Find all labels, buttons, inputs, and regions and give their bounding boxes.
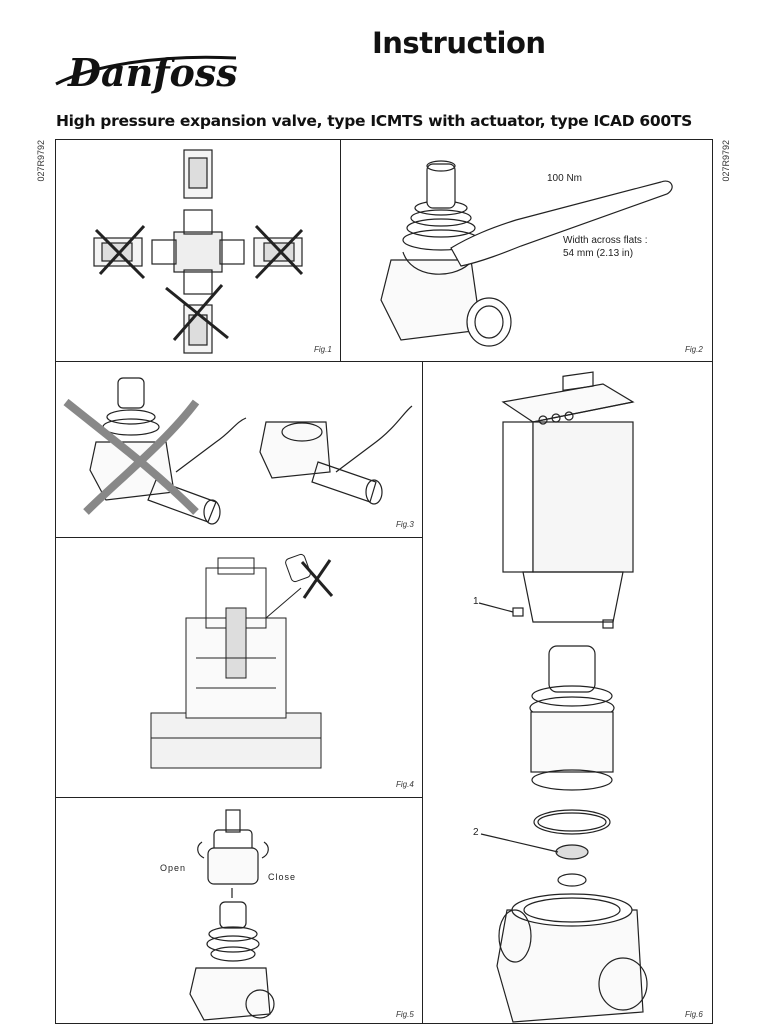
figure-1-panel: Fig.1 (55, 139, 341, 362)
fig4-cross-section-diagram (150, 553, 334, 769)
page-title: Instruction (372, 26, 546, 60)
callout-1: 1 (473, 596, 479, 607)
fig1-label: Fig.1 (314, 345, 332, 354)
doc-number-right: 027R9792 (721, 140, 731, 182)
fig4-label: Fig.4 (396, 780, 414, 789)
fig4-cross-mark (300, 559, 334, 599)
danfoss-logo: Danfoss (50, 36, 240, 108)
fig3-welding-diagram (63, 377, 413, 525)
callout-2: 2 (473, 827, 479, 838)
figure-2-panel: 100 Nm Width across flats : 54 mm (2.13 … (340, 139, 713, 362)
fig2-label: Fig.2 (685, 345, 703, 354)
fig1-cross-marks (94, 224, 304, 341)
close-label: Close (268, 872, 297, 882)
figure-6-panel: 1 2 Fig.6 (422, 361, 713, 1024)
fig5-label: Fig.5 (396, 1010, 414, 1019)
fig6-exploded-assembly-diagram (478, 371, 648, 1023)
page-subtitle: High pressure expansion valve, type ICMT… (56, 112, 692, 130)
figure-5-panel: Open Close Fig.5 (55, 797, 423, 1024)
open-label: Open (160, 863, 187, 873)
fig3-label: Fig.3 (396, 520, 414, 529)
flats-label-line1: Width across flats : (563, 235, 648, 246)
torque-label: 100 Nm (547, 173, 583, 184)
logo-wordmark: Danfoss (67, 50, 238, 95)
figure-3-panel: Fig.3 (55, 361, 423, 538)
fig5-manual-operation-diagram (189, 809, 275, 1021)
flats-label-line2: 54 mm (2.13 in) (563, 248, 634, 259)
fig1-orientation-diagram (93, 149, 304, 354)
doc-number-left: 027R9792 (36, 140, 46, 182)
fig6-label: Fig.6 (685, 1010, 703, 1019)
fig2-wrench-diagram (380, 160, 673, 347)
figure-4-panel: Fig.4 (55, 537, 423, 798)
